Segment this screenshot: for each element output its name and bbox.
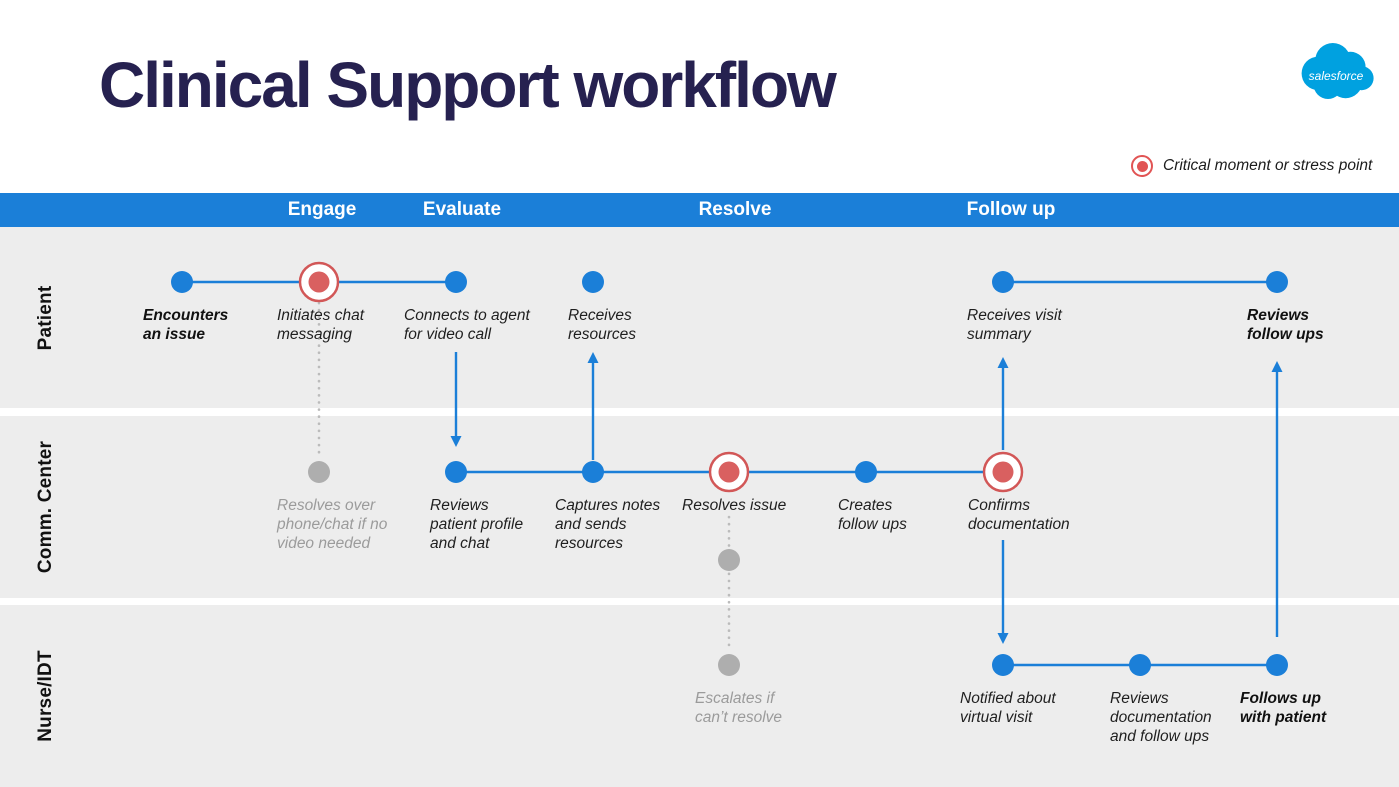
node-escalation-intermediate-dot <box>718 549 740 571</box>
node-captures-notes <box>582 461 604 483</box>
arrow-documentation-to-nurse-notification-head <box>997 633 1009 644</box>
legend-label: Critical moment or stress point <box>1163 157 1373 174</box>
critical-moment-icon <box>1131 155 1153 177</box>
node-label-creates-follow-ups: Creates follow ups <box>838 497 907 533</box>
arrow-video-call-to-profile-review-head <box>450 436 462 447</box>
node-connects-to-agent <box>445 271 467 293</box>
node-resolves-over-phone-chat <box>308 461 330 483</box>
arrow-nurse-followup-to-patient-review-head <box>1271 361 1283 372</box>
node-label-follows-up-with-patient: Follows up with patient <box>1240 690 1327 726</box>
node-follows-up-with-patient <box>1266 654 1288 676</box>
node-label-captures-notes: Captures notes and sends resources <box>555 497 661 552</box>
node-reviews-follow-ups <box>1266 271 1288 293</box>
node-receives-resources <box>582 271 604 293</box>
node-receives-visit-summary <box>992 271 1014 293</box>
node-label-confirms-documentation: Confirms documentation <box>968 497 1070 533</box>
node-label-encounters-an-issue: Encounters an issue <box>143 307 229 343</box>
lane-band-nurse-idt <box>0 605 1399 787</box>
node-label-connects-to-agent: Connects to agent for video call <box>404 307 530 343</box>
phase-label-resolve: Resolve <box>698 199 772 220</box>
node-initiates-chat-messaging-inner <box>308 271 330 293</box>
phase-label-engage: Engage <box>287 199 357 220</box>
lane-band-patient <box>0 227 1399 408</box>
node-label-receives-visit-summary: Receives visit summary <box>967 307 1062 343</box>
node-label-initiates-chat-messaging: Initiates chat messaging <box>277 307 365 343</box>
node-encounters-an-issue <box>171 271 193 293</box>
phase-label-follow-up: Follow up <box>966 199 1056 220</box>
node-resolves-issue-inner <box>718 461 740 483</box>
node-label-resolves-over-phone-chat: Resolves over phone/chat if no video nee… <box>277 497 388 552</box>
arrow-notes-to-resources-head <box>587 352 599 363</box>
page-title: Clinical Support workflow <box>99 49 837 121</box>
salesforce-logo-text: salesforce <box>1309 69 1364 83</box>
node-label-escalates-if-cant-resolve: Escalates if can’t resolve <box>695 690 783 726</box>
node-label-reviews-patient-profile: Reviews patient profile and chat <box>430 497 524 552</box>
node-label-reviews-documentation: Reviews documentation and follow ups <box>1110 690 1212 745</box>
node-confirms-documentation-inner <box>992 461 1014 483</box>
node-creates-follow-ups <box>855 461 877 483</box>
node-label-resolves-issue: Resolves issue <box>682 497 787 514</box>
legend: Critical moment or stress point <box>1131 155 1372 177</box>
node-label-receives-resources: Receives resources <box>568 307 637 343</box>
node-escalates-if-cant-resolve <box>718 654 740 676</box>
lane-band-comm-center <box>0 416 1399 598</box>
node-reviews-documentation <box>1129 654 1151 676</box>
phase-header-bar <box>0 193 1399 227</box>
arrow-documentation-to-visit-summary-head <box>997 357 1009 368</box>
node-notified-about-virtual-visit <box>992 654 1014 676</box>
node-label-reviews-follow-ups: Reviews follow ups <box>1247 307 1324 343</box>
node-reviews-patient-profile <box>445 461 467 483</box>
salesforce-logo: salesforce <box>1301 43 1374 99</box>
node-label-notified-about-virtual-visit: Notified about virtual visit <box>960 690 1056 726</box>
phase-label-evaluate: Evaluate <box>422 199 502 220</box>
